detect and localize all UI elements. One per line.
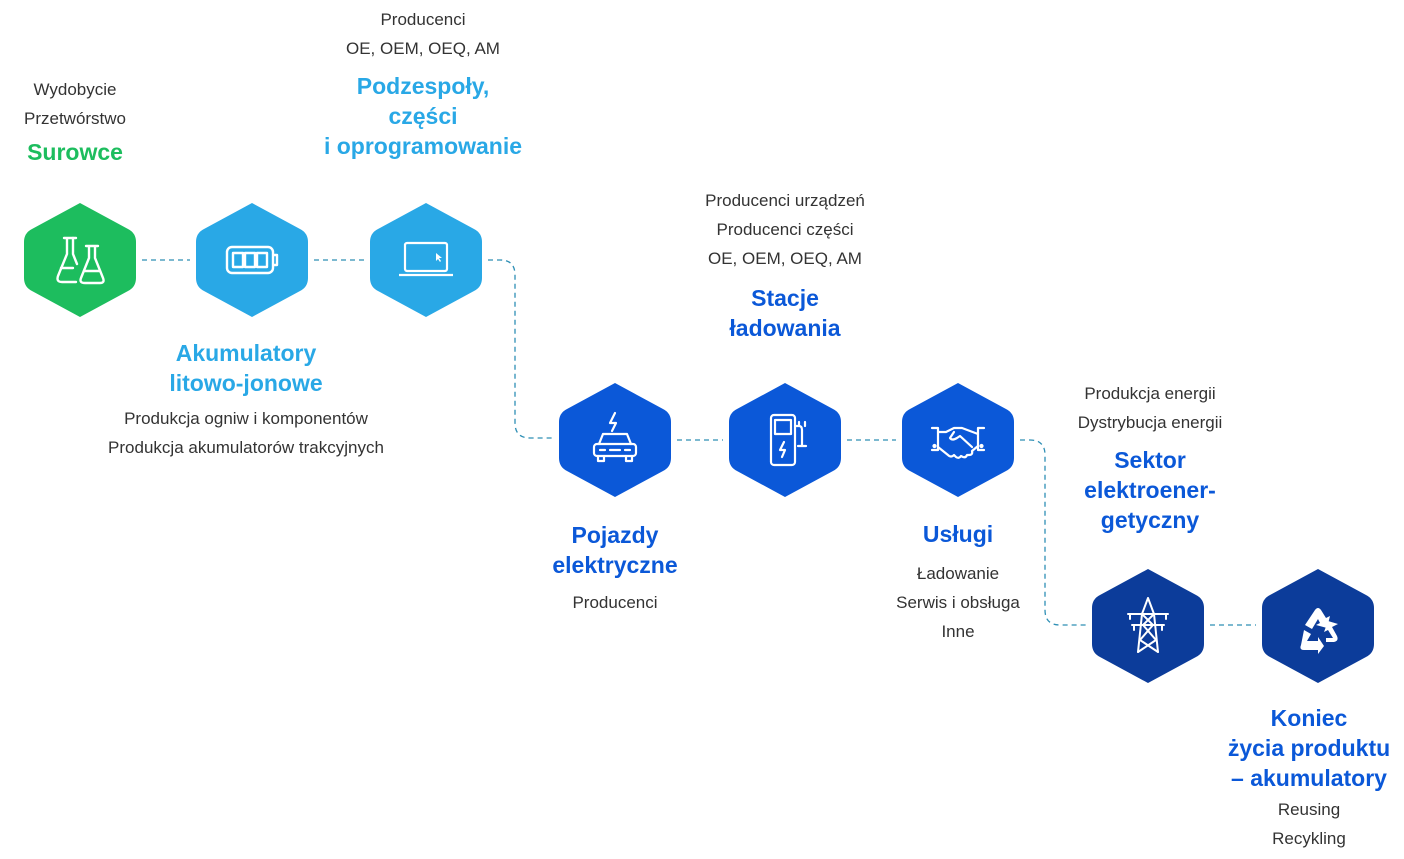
hex-shape [559, 383, 671, 497]
electric-car-icon [592, 411, 638, 463]
connector-uslugi-sektor [1020, 439, 1086, 626]
hex-podzespoly [364, 198, 488, 322]
label-podzespoly: Producenci OE, OEM, OEQ, AM Podzespoły, … [293, 5, 553, 161]
hex-koniec [1256, 564, 1380, 688]
hex-stacje [723, 378, 847, 502]
power-pylon-icon [1127, 597, 1169, 653]
label-uslugi: Usługi Ładowanie Serwis i obsługa Inne [858, 519, 1058, 646]
subtitle: Serwis i obsługa [896, 593, 1020, 612]
laptop-icon [399, 241, 453, 277]
hex-uslugi [896, 378, 1020, 502]
hex-surowce [18, 198, 142, 322]
node-title: Sektor [1114, 447, 1186, 473]
recycle-icon [1300, 608, 1338, 654]
node-title: życia produktu [1227, 735, 1391, 761]
subtitle: Producenci urządzeń [705, 191, 865, 210]
hex-shape [196, 203, 308, 317]
subtitle: Producenci [572, 593, 658, 612]
label-sektor: Produkcja energii Dystrybucja energii Se… [1040, 379, 1260, 535]
label-stacje: Producenci urządzeń Producenci części OE… [660, 186, 910, 343]
charging-station-icon [769, 413, 808, 467]
subtitle: Produkcja akumulatorów trakcyjnych [108, 438, 384, 457]
hex-akumulatory [190, 198, 314, 322]
hex-sektor [1086, 564, 1210, 688]
node-title: elektroener- [1084, 477, 1216, 503]
label-pojazdy: Pojazdy elektryczne Producenci [520, 520, 710, 617]
node-title: Pojazdy [571, 522, 659, 548]
node-title: Koniec [1270, 705, 1348, 731]
subtitle: Produkcja ogniw i komponentów [124, 409, 368, 428]
node-title: Usługi [922, 521, 994, 547]
hex-shape [370, 203, 482, 317]
flasks-icon [56, 236, 105, 285]
hex-shape [902, 383, 1014, 497]
node-title: getyczny [1100, 507, 1200, 533]
subtitle: Reusing [1277, 800, 1341, 819]
subtitle: Wydobycie [33, 80, 117, 99]
label-koniec: Koniec życia produktu – akumulatory Reus… [1214, 703, 1404, 853]
node-title: Stacje [751, 285, 819, 311]
battery-icon [225, 245, 279, 275]
subtitle: Dystrybucja energii [1077, 413, 1223, 432]
subtitle: Producenci [380, 10, 466, 29]
subtitle: Ładowanie [916, 564, 1000, 583]
node-title: Podzespoły, [356, 73, 490, 99]
hex-pojazdy [553, 378, 677, 502]
subtitle: Inne [941, 622, 975, 641]
node-title: ładowania [729, 315, 841, 341]
node-title: Surowce [27, 139, 123, 165]
subtitle: Producenci części [716, 220, 854, 239]
label-akumulatory: Akumulatory litowo-jonowe Produkcja ogni… [56, 338, 436, 462]
label-surowce: Wydobycie Przetwórstwo Surowce [0, 75, 150, 167]
node-title: litowo-jonowe [169, 370, 323, 396]
connector-podzespoly-pojazdy [488, 259, 553, 439]
node-title: i oprogramowanie [323, 133, 523, 159]
hex-shape [24, 203, 136, 317]
hex-shape [729, 383, 841, 497]
subtitle: OE, OEM, OEQ, AM [346, 39, 500, 58]
subtitle: Produkcja energii [1084, 384, 1216, 403]
node-title: – akumulatory [1231, 765, 1387, 791]
handshake-icon [930, 426, 986, 459]
subtitle: OE, OEM, OEQ, AM [708, 249, 862, 268]
subtitle: Przetwórstwo [23, 109, 127, 128]
node-title: elektryczne [552, 552, 678, 578]
hex-shape [1262, 569, 1374, 683]
node-title: części [388, 103, 458, 129]
node-title: Akumulatory [175, 340, 317, 366]
subtitle: Recykling [1272, 829, 1346, 848]
